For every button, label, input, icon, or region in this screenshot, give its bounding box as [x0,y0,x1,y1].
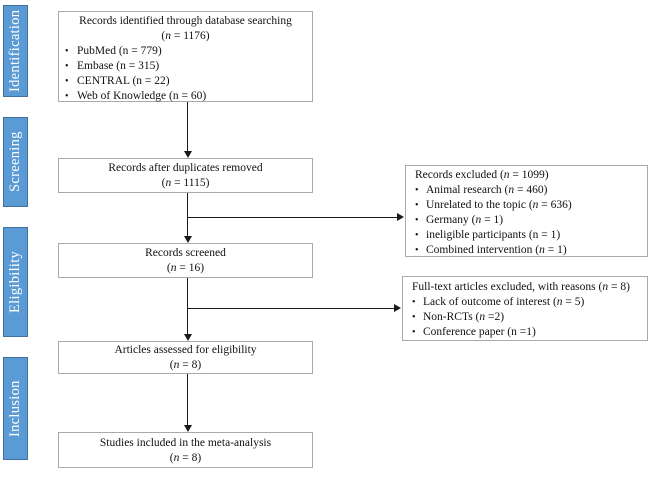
box-fulltext-excluded: Full-text articles excluded, with reason… [402,276,648,341]
stage-label-screening: Screening [3,117,28,207]
list-item-text: PubMed (n = 779) [77,45,162,57]
bullet-marker: • [412,297,416,308]
bullet-marker: • [412,312,416,323]
box-records-screened: Records screened (n = 16) [58,243,313,278]
bullet-marker: • [415,215,419,226]
list-item: • Web of Knowledge (n = 60) [59,89,312,104]
stage-label-text: Inclusion [7,380,23,437]
stage-label-identification: Identification [3,5,28,97]
box-title: Articles assessed for eligibility [114,344,257,356]
box-title: Records excluded (n = 1099) [415,169,549,181]
box-count: (n = 8) [169,359,202,371]
list-item-text: Unrelated to the topic (n = 636) [426,199,572,211]
list-item: • Germany (n = 1) [415,213,643,228]
list-item-text: Combined intervention (n = 1) [426,244,567,256]
arrowhead-down-icon [184,425,192,432]
stage-label-inclusion: Inclusion [3,357,28,460]
bullet-marker: • [65,91,69,102]
box-records-excluded: Records excluded (n = 1099) • Animal res… [405,165,648,257]
bullet-marker: • [415,200,419,211]
connector-identified-to-duplicates [187,102,188,151]
arrowhead-down-icon [184,151,192,158]
box-title: Records after duplicates removed [108,162,263,174]
box-title: Full-text articles excluded, with reason… [412,281,630,293]
box-articles-assessed: Articles assessed for eligibility (n = 8… [58,341,313,374]
list-item: • Conference paper (n =1) [412,325,645,340]
bullet-marker: • [415,230,419,241]
arrowhead-down-icon [184,334,192,341]
stage-label-text: Identification [7,9,23,93]
connector-screened-to-assessed [187,278,188,334]
list-item: • Non-RCTs (n =2) [412,310,645,325]
bullet-marker: • [65,46,69,57]
bullet-marker: • [415,185,419,196]
list-item: • ineligible participants (n = 1) [415,228,643,243]
list-item-text: Germany (n = 1) [426,214,504,226]
stage-label-text: Screening [7,131,23,193]
arrowhead-down-icon [184,236,192,243]
list-item: • Lack of outcome of interest (n = 5) [412,295,645,310]
exclusion-reason-list: • Animal research (n = 460) • Unrelated … [415,183,643,258]
list-item-text: Lack of outcome of interest (n = 5) [423,296,585,308]
box-duplicates-removed: Records after duplicates removed (n = 11… [58,158,313,193]
list-item-text: Non-RCTs (n =2) [423,311,505,323]
bullet-marker: • [412,327,416,338]
list-item: • Unrelated to the topic (n = 636) [415,198,643,213]
box-count: (n = 1115) [161,177,210,189]
bullet-marker: • [415,245,419,256]
connector-to-records-excluded [187,217,397,218]
arrowhead-right-icon [397,213,404,221]
list-item: • Embase (n = 315) [59,59,312,74]
connector-assessed-to-included [187,374,188,425]
box-count: (n = 8) [169,452,202,464]
list-item-text: ineligible participants (n = 1) [426,229,561,241]
arrowhead-right-icon [394,304,401,312]
box-title: Records identified through database sear… [79,15,292,27]
list-item-text: CENTRAL (n = 22) [77,75,170,87]
stage-label-eligibility: Eligibility [3,227,28,337]
stage-label-text: Eligibility [7,250,23,314]
bullet-marker: • [65,76,69,87]
database-list: • PubMed (n = 779) • Embase (n = 315) • … [59,44,312,104]
list-item: • Animal research (n = 460) [415,183,643,198]
exclusion-reason-list: • Lack of outcome of interest (n = 5) • … [412,295,645,340]
box-studies-included: Studies included in the meta-analysis (n… [58,432,313,468]
list-item-text: Animal research (n = 460) [426,184,548,196]
list-item: • PubMed (n = 779) [59,44,312,59]
list-item-text: Conference paper (n =1) [423,326,536,338]
bullet-marker: • [65,61,69,72]
list-item: • Combined intervention (n = 1) [415,243,643,258]
list-item-text: Web of Knowledge (n = 60) [77,90,207,102]
box-count: (n = 16) [166,262,205,274]
box-count: (n = 1176) [161,30,210,42]
box-title: Records screened [145,247,226,259]
box-title: Studies included in the meta-analysis [99,437,272,449]
list-item: • CENTRAL (n = 22) [59,74,312,89]
box-records-identified: Records identified through database sear… [58,11,313,102]
list-item-text: Embase (n = 315) [77,60,160,72]
connector-to-fulltext-excluded [187,308,394,309]
connector-duplicates-to-screened [187,193,188,236]
